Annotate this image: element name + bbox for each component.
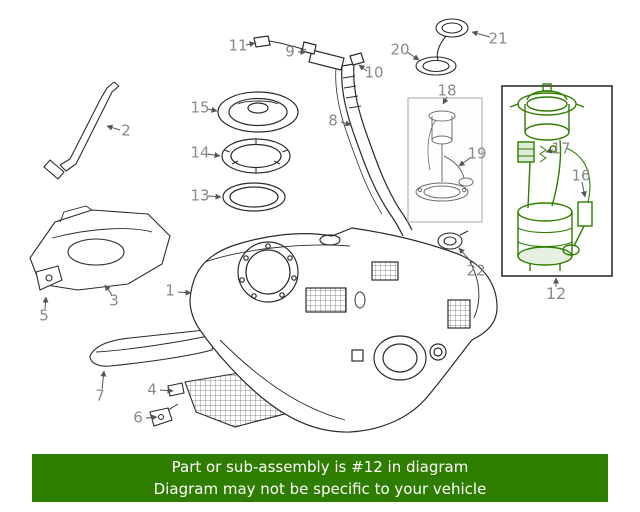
fuel-tank-art xyxy=(189,227,498,433)
part-label-1[interactable]: 1 xyxy=(165,281,175,300)
tank-strap-art xyxy=(43,81,120,180)
shield-art xyxy=(29,205,171,291)
highlight-box xyxy=(501,85,613,277)
part-label-17[interactable]: 17 xyxy=(551,139,571,158)
fuel-pump-module-art xyxy=(509,83,593,271)
lower-strap-art xyxy=(89,329,216,367)
filler-pipe-art xyxy=(253,35,413,237)
callout-arrows xyxy=(42,30,587,421)
part-label-19[interactable]: 19 xyxy=(467,144,487,163)
part-label-10[interactable]: 10 xyxy=(364,63,384,82)
part-label-21[interactable]: 21 xyxy=(488,29,508,48)
fuel-cap-art xyxy=(415,18,469,76)
part-label-11[interactable]: 11 xyxy=(228,36,248,55)
part-label-6[interactable]: 6 xyxy=(133,408,143,427)
ring-set-art xyxy=(217,91,299,212)
part-label-15[interactable]: 15 xyxy=(190,98,210,117)
part-label-8[interactable]: 8 xyxy=(328,111,338,130)
part-label-20[interactable]: 20 xyxy=(390,40,410,59)
sender-box-art xyxy=(407,97,483,223)
part-label-3[interactable]: 3 xyxy=(109,291,119,310)
part-label-9[interactable]: 9 xyxy=(285,42,295,61)
banner-line-1: Part or sub-assembly is #12 in diagram xyxy=(171,457,469,476)
part-label-2[interactable]: 2 xyxy=(121,121,131,140)
small-cap-art xyxy=(437,230,469,250)
part-label-7[interactable]: 7 xyxy=(95,386,105,405)
part-label-13[interactable]: 13 xyxy=(190,186,210,205)
part-label-5[interactable]: 5 xyxy=(39,306,49,325)
info-banner: Part or sub-assembly is #12 in diagram D… xyxy=(32,454,608,502)
part-label-14[interactable]: 14 xyxy=(190,143,210,162)
part-label-12[interactable]: 12 xyxy=(545,284,567,303)
part-label-22[interactable]: 22 xyxy=(466,261,486,280)
banner-line-2: Diagram may not be specific to your vehi… xyxy=(153,480,487,498)
part-label-4[interactable]: 4 xyxy=(147,380,157,399)
part-label-16[interactable]: 16 xyxy=(571,166,591,185)
part-label-18[interactable]: 18 xyxy=(437,81,457,100)
